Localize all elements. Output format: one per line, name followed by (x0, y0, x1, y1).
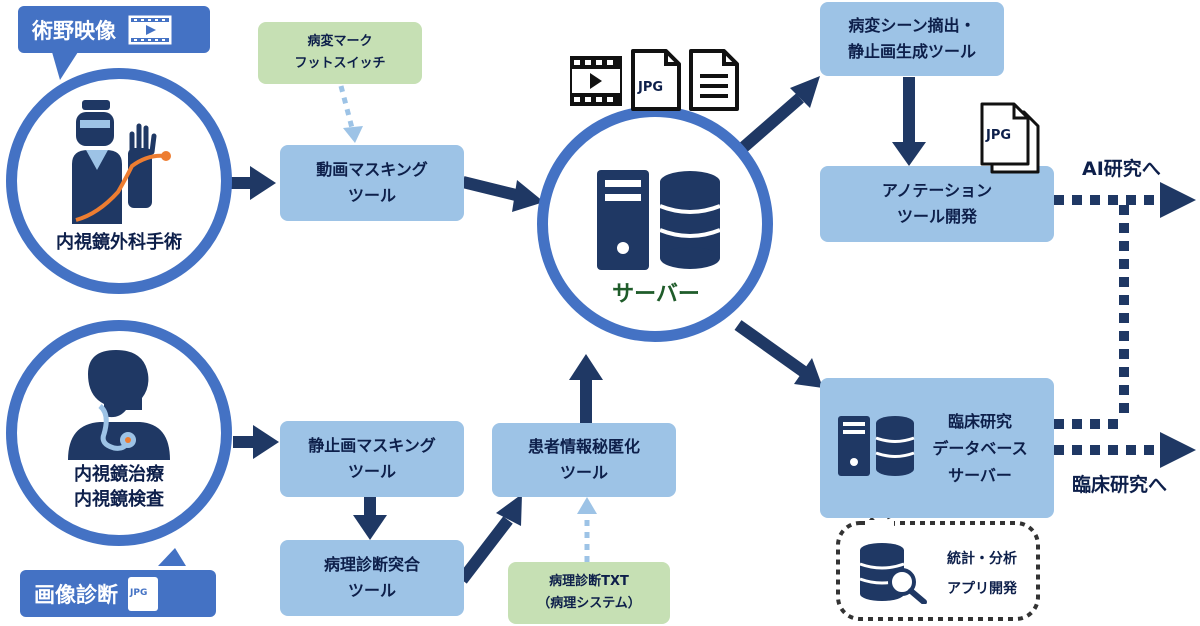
video-file-icon (570, 56, 622, 106)
stats-label: 統計・分析 アプリ開発 (934, 544, 1030, 604)
box-annotation-line1: アノテーション (881, 181, 993, 200)
arrow-head-ai (1160, 182, 1196, 218)
box-annotation-line2: ツール開発 (896, 207, 977, 226)
box-pathology-txt-line2: （病理システム） (537, 596, 641, 611)
dotted-light-heads (343, 126, 597, 514)
clinical-server-icon (838, 416, 915, 476)
database-search-icon (859, 543, 927, 604)
arrow-pathology-to-anonymize (457, 516, 513, 584)
circle-endoscopic-treatment-line2: 内視鏡検査 (74, 489, 164, 510)
box-foot-switch-line1: 病変マーク (307, 34, 373, 49)
stats-line1: 統計・分析 (947, 551, 1017, 567)
arrow-anonymize-to-server-head (569, 354, 603, 380)
dotted-arrow-footswitch-head (343, 126, 363, 143)
jpg-document-icon (631, 49, 681, 111)
endoscopy-patient-icon (68, 350, 170, 460)
arrow-scene-to-annotation-head (892, 142, 926, 166)
box-patient-anonymize-line1: 患者情報秘匿化 (527, 437, 640, 456)
box-scene-extract-line2: 静止画生成ツール (847, 42, 976, 61)
box-scene-extract-line1: 病変シーン摘出・ (848, 16, 976, 35)
flow-arrows (230, 77, 926, 540)
arrow-surgery-to-video-masking-head (250, 166, 276, 200)
arrow-head-clinical (1160, 432, 1196, 468)
circle-endoscopic-treatment-line1: 内視鏡治療 (74, 464, 164, 485)
circle-server-label: サーバー (612, 282, 700, 307)
box-pathology-txt: 病理診断TXT （病理システム） (508, 562, 670, 624)
arrow-server-to-scene-head (790, 76, 820, 108)
box-pathology-txt-line1: 病理診断TXT (549, 574, 629, 589)
box-foot-switch-line2: フットスイッチ (294, 56, 386, 71)
arrow-treatment-to-still-masking (233, 436, 257, 448)
tag-image-diagnosis-label: 画像診断 (34, 582, 118, 607)
box-foot-switch: 病変マーク フットスイッチ (258, 22, 422, 84)
jpg-file-icon-small-label: JPG (130, 587, 148, 598)
arrow-still-to-pathology-head (353, 515, 387, 540)
arrow-anonymize-to-server (580, 378, 592, 424)
box-video-masking-line1: 動画マスキング (316, 160, 428, 179)
arrow-video-masking-to-server-head (512, 180, 544, 212)
circle-endoscopic-surgery-label: 内視鏡外科手術 (56, 232, 182, 253)
text-document-icon (689, 49, 739, 111)
box-clinical-db-line1: 臨床研究 (947, 412, 1012, 431)
box-video-masking: 動画マスキング ツール (280, 145, 464, 221)
circle-server (537, 106, 773, 342)
circle-endoscopic-treatment-label: 内視鏡治療 内視鏡検査 (16, 462, 222, 512)
dotted-output-lines (1054, 195, 1162, 455)
box-still-masking-line2: ツール (347, 462, 396, 481)
box-clinical-db-line3: サーバー (948, 466, 1012, 485)
arrow-still-to-pathology (364, 497, 376, 519)
arrow-server-to-scene (733, 93, 804, 158)
box-patient-anonymize: 患者情報秘匿化 ツール (492, 423, 676, 497)
video-clip-icon (128, 15, 172, 44)
box-video-masking-line2: ツール (347, 186, 396, 205)
stats-line2: アプリ開発 (947, 581, 1017, 597)
arrow-treatment-to-still-masking-head (253, 425, 279, 459)
arrow-pathology-to-anonymize-head (496, 494, 522, 526)
tag-tail-surgical (52, 52, 78, 80)
jpg-stack-icon-label: JPG (986, 128, 1012, 143)
output-clinical-label: 臨床研究へ (1072, 474, 1168, 496)
tag-surgical-video: 術野映像 (18, 6, 210, 53)
arrow-surgery-to-video-masking (230, 177, 254, 189)
surgeon-icon (72, 100, 171, 224)
box-pathology-match-line1: 病理診断突合 (323, 555, 420, 574)
output-ai-label: AI研究へ (1082, 158, 1161, 180)
dotted-output-heads (1160, 182, 1196, 468)
box-pathology-match: 病理診断突合 ツール (280, 540, 464, 616)
dotted-arrow-pathology-txt-head (577, 497, 597, 514)
server-database-icon (597, 170, 721, 270)
box-still-masking-line1: 静止画マスキング (308, 436, 436, 455)
box-clinical-db-line2: データベース (932, 439, 1028, 458)
box-still-masking: 静止画マスキング ツール (280, 421, 464, 497)
box-annotation: アノテーション ツール開発 (820, 166, 1054, 242)
jpg-stack-icon (980, 102, 1040, 174)
arrow-server-to-clinical-db (734, 320, 808, 377)
tag-image-diagnosis: 画像診断 JPG (20, 570, 216, 617)
diagonal-arrow-heads (496, 76, 823, 526)
box-patient-anonymize-line2: ツール (559, 463, 608, 482)
tag-tail-diagnosis (158, 548, 186, 566)
jpg-document-icon-label: JPG (638, 80, 664, 95)
arrow-server-to-clinical-db-head (794, 358, 823, 388)
tag-surgical-video-label: 術野映像 (32, 18, 116, 43)
box-pathology-match-line2: ツール (347, 581, 396, 600)
box-clinical-db-label: 臨床研究 データベース サーバー (920, 408, 1040, 489)
arrow-video-masking-to-server (461, 176, 522, 202)
diagonal-arrows (457, 93, 808, 584)
dotted-arrow-footswitch (338, 85, 355, 129)
dotted-light-arrows (338, 85, 590, 562)
box-scene-extract: 病変シーン摘出・ 静止画生成ツール (820, 2, 1004, 76)
arrow-scene-to-annotation (903, 77, 915, 147)
jpg-file-icon-small: JPG (128, 576, 158, 611)
stats-bubble-tail-cover (866, 520, 894, 528)
